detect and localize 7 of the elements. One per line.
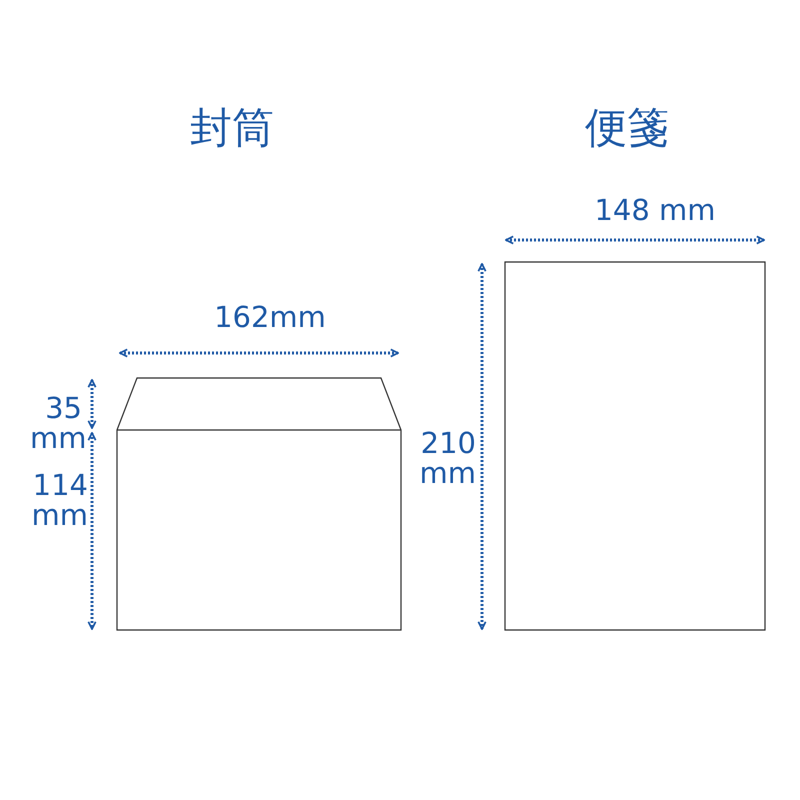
- dimension-label: 35 mm: [30, 393, 82, 453]
- dimension-label: 114 mm: [30, 470, 88, 530]
- heading: 封筒: [189, 103, 275, 153]
- dimension-label: 148 mm: [593, 195, 717, 225]
- dimension-label: 210 mm: [418, 428, 476, 488]
- heading: 便箋: [584, 103, 670, 153]
- dimension-label: 162mm: [213, 302, 327, 332]
